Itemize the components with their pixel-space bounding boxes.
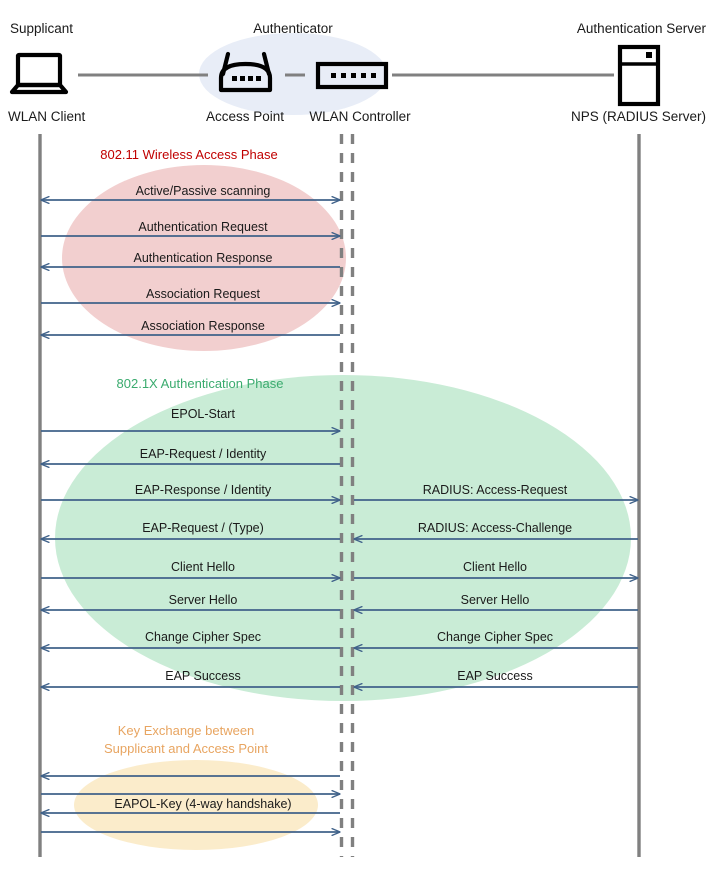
phase-ellipse-key-exchange bbox=[74, 760, 318, 850]
lifelines bbox=[38, 134, 641, 857]
message-label-association-response: Association Response bbox=[141, 319, 265, 333]
phase-label-key-exchange-line1: Key Exchange between bbox=[118, 723, 255, 738]
right-messages bbox=[354, 500, 638, 687]
message-label-change-cipher-spec-left: Change Cipher Spec bbox=[145, 630, 261, 644]
message-label-eapol-key-4way: EAPOL-Key (4-way handshake) bbox=[114, 797, 291, 811]
phase-label-key-exchange-line2: Supplicant and Access Point bbox=[104, 741, 268, 756]
phase-label-802-1x: 802.1X Authentication Phase bbox=[117, 376, 284, 391]
access-point-icon bbox=[218, 51, 273, 93]
server-icon bbox=[617, 44, 661, 107]
left-message-labels: Active/Passive scanning Authentication R… bbox=[114, 184, 291, 811]
phase-labels: 802.11 Wireless Access Phase 802.1X Auth… bbox=[100, 147, 283, 756]
node-name-nps-radius: NPS (RADIUS Server) bbox=[571, 109, 706, 124]
node-labels: Supplicant WLAN Client Authenticator Acc… bbox=[8, 21, 707, 124]
message-label-server-hello-left: Server Hello bbox=[169, 593, 238, 607]
message-label-change-cipher-spec-right: Change Cipher Spec bbox=[437, 630, 553, 644]
message-label-epol-start: EPOL-Start bbox=[171, 407, 235, 421]
laptop-icon bbox=[9, 52, 69, 95]
node-name-wlan-client: WLAN Client bbox=[8, 109, 86, 124]
message-label-eap-response-identity: EAP-Response / Identity bbox=[135, 483, 272, 497]
node-name-wlan-controller: WLAN Controller bbox=[309, 109, 411, 124]
message-label-authentication-response: Authentication Response bbox=[134, 251, 273, 265]
message-label-radius-access-challenge: RADIUS: Access-Challenge bbox=[418, 521, 572, 535]
message-label-eap-request-type: EAP-Request / (Type) bbox=[142, 521, 264, 535]
message-label-radius-access-request: RADIUS: Access-Request bbox=[423, 483, 568, 497]
message-label-server-hello-right: Server Hello bbox=[461, 593, 530, 607]
phase-ellipse-802-11 bbox=[62, 165, 346, 351]
phase-label-802-11: 802.11 Wireless Access Phase bbox=[100, 147, 278, 162]
message-label-active-passive-scanning: Active/Passive scanning bbox=[136, 184, 271, 198]
message-label-association-request: Association Request bbox=[146, 287, 260, 301]
message-label-client-hello-right: Client Hello bbox=[463, 560, 527, 574]
node-role-supplicant: Supplicant bbox=[10, 21, 73, 36]
message-label-eap-success-right: EAP Success bbox=[457, 669, 533, 683]
left-messages bbox=[41, 200, 340, 832]
message-label-authentication-request: Authentication Request bbox=[138, 220, 268, 234]
wlan-controller-icon bbox=[315, 61, 389, 90]
right-message-labels: RADIUS: Access-Request RADIUS: Access-Ch… bbox=[418, 483, 572, 683]
node-role-authenticator: Authenticator bbox=[253, 21, 333, 36]
message-label-eap-success-left: EAP Success bbox=[165, 669, 241, 683]
node-role-auth-server: Authentication Server bbox=[577, 21, 707, 36]
message-label-eap-request-identity: EAP-Request / Identity bbox=[140, 447, 267, 461]
node-name-access-point: Access Point bbox=[206, 109, 284, 124]
message-label-client-hello-left: Client Hello bbox=[171, 560, 235, 574]
